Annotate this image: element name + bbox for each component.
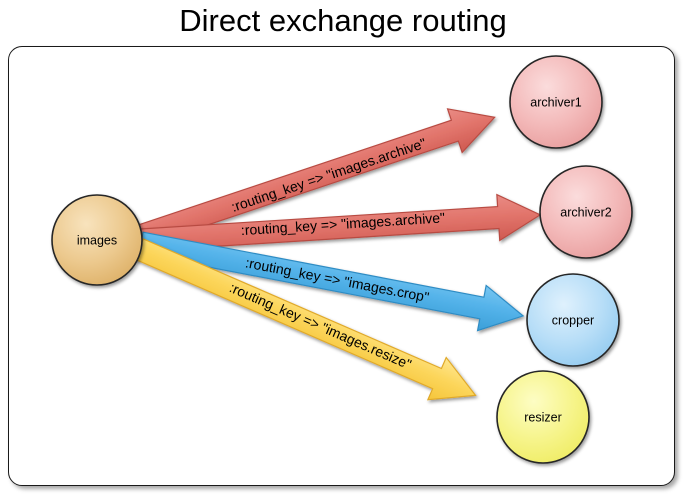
node-cropper-circle: [526, 273, 620, 367]
node-resizer-circle: [496, 370, 590, 464]
edge-resize-arrow: [133, 238, 477, 401]
edge-resize[interactable]: :routing_key => "images.resize": [130, 228, 485, 417]
page-title: Direct exchange routing: [179, 3, 507, 38]
node-images-circle: [51, 194, 143, 286]
node-archiver2-circle: [539, 165, 633, 259]
node-resizer[interactable]: resizer: [496, 370, 590, 464]
node-archiver2[interactable]: archiver2: [539, 165, 633, 259]
node-cropper[interactable]: cropper: [526, 273, 620, 367]
node-archiver1[interactable]: archiver1: [509, 55, 603, 149]
node-archiver1-circle: [509, 55, 603, 149]
node-images[interactable]: images: [51, 194, 143, 286]
